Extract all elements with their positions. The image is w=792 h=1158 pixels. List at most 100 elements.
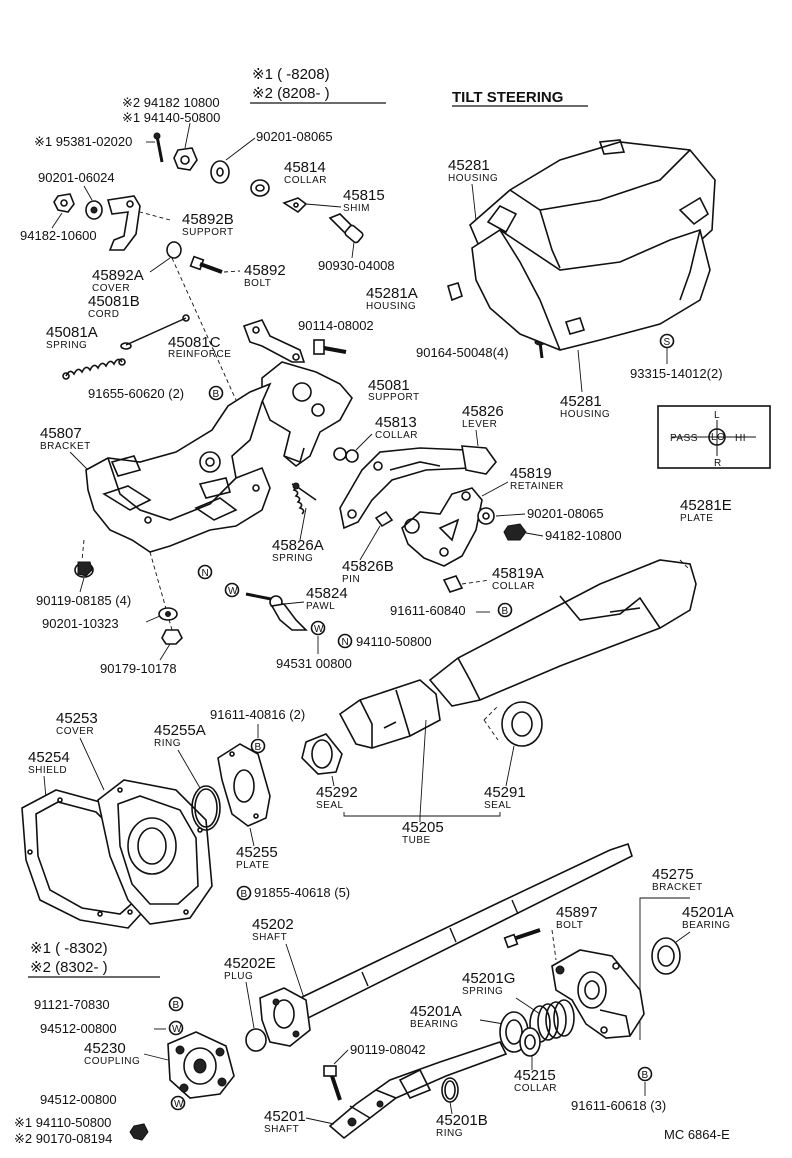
lever-45826-part (339, 445, 498, 530)
diagram-code: MC 6864-E (664, 1127, 730, 1142)
label-90930-04008: 90930-04008 (318, 258, 395, 273)
leader-90179 (159, 643, 171, 661)
label-45230-num: 45230 (84, 1040, 126, 1057)
nut-part-top (173, 147, 198, 171)
label-45201-name: SHAFT (264, 1124, 299, 1135)
tube-45205-part (338, 559, 697, 749)
label-91121-70830: 91121-70830 (34, 997, 110, 1012)
label-45292-name: SEAL (316, 800, 344, 811)
marker-w-94512-a: W (168, 1020, 184, 1036)
label-45892-name: BOLT (244, 278, 271, 289)
label-91611-40816: 91611-40816 (2) (210, 707, 305, 722)
leader-45892 (223, 270, 241, 273)
label-45819A-num: 45819A (492, 565, 544, 582)
leader-45819 (481, 481, 509, 497)
washer-90201-10323-part (158, 607, 178, 621)
range-left-2: ※2 (8302- ) (30, 959, 108, 976)
svg-text:N: N (202, 568, 210, 579)
label-91611-60840: 91611-60840 (390, 603, 466, 618)
leader-90930 (351, 241, 355, 259)
label-90201-06024: 90201-06024 (38, 170, 115, 185)
label-45814-name: COLLAR (284, 175, 327, 186)
marker-n-mid: N (197, 564, 213, 580)
label-45807-name: BRACKET (40, 441, 91, 452)
spring-45201G-part (529, 999, 575, 1043)
label-45281-bottom-num: 45281 (560, 393, 602, 410)
bearing-45201A-right-part (651, 937, 681, 975)
leader-45292 (331, 775, 335, 787)
label-45081-name: SUPPORT (368, 392, 420, 403)
housing-45281A-part (447, 282, 463, 302)
label-45892A-name: COVER (92, 283, 130, 294)
label-45201B-num: 45201B (436, 1112, 488, 1129)
svg-text:W: W (174, 1099, 184, 1110)
leader-94182-mid (525, 532, 544, 537)
label-90201-08065-top: 90201-08065 (256, 129, 333, 144)
label-45230-name: COUPLING (84, 1056, 140, 1067)
bracket-45807-part (85, 382, 272, 553)
label-95381-02020: ※1 95381-02020 (34, 134, 132, 149)
label-45201G-num: 45201G (462, 970, 515, 987)
bracket-line-seals (343, 812, 501, 817)
label-90119-08185: 90119-08185 (4) (36, 593, 131, 608)
label-45215-num: 45215 (514, 1067, 556, 1084)
label-45081C-num: 45081C (168, 334, 221, 351)
leader-45255A (177, 749, 201, 789)
diagram-title: TILT STEERING (452, 89, 563, 106)
svg-text:W: W (314, 624, 324, 635)
seal-45291-part (501, 701, 543, 747)
marker-w-pawl: W (224, 582, 240, 598)
label-45201B-name: RING (436, 1128, 463, 1139)
marker-b-91121: B (168, 996, 184, 1012)
leader-45201A-mid (479, 1019, 505, 1025)
leader-45201G (515, 997, 541, 1015)
label-90170-08194: ※2 90170-08194 (14, 1131, 112, 1146)
marker-b-91611-40816: B (250, 738, 266, 754)
label-45826B-name: PIN (342, 574, 360, 585)
dash-guide-1 (171, 257, 237, 401)
label-45081B-num: 45081B (88, 293, 140, 310)
plate-lo-text: LO (711, 432, 725, 443)
label-45081A-num: 45081A (46, 324, 98, 341)
leader-45819A (461, 579, 491, 585)
shim-45815-part (282, 197, 308, 214)
plug-45202E-part (245, 1028, 267, 1052)
leader-90201-08065-mid (495, 513, 526, 517)
label-90179-10178: 90179-10178 (100, 661, 177, 676)
leader-45202E (245, 981, 255, 1029)
nut-washer-left (53, 193, 103, 220)
svg-text:B: B (241, 889, 248, 900)
dash-45291-2 (483, 719, 499, 741)
collar-45813-part (333, 447, 359, 463)
label-45255-num: 45255 (236, 844, 278, 861)
leader-90119-08185 (79, 577, 85, 593)
marker-b-91611-60840: B (497, 602, 513, 618)
label-45275-num: 45275 (652, 866, 694, 883)
label-90114-08002: 90114-08002 (298, 318, 374, 333)
plate-45255-part (217, 743, 271, 827)
label-45892B-num: 45892B (182, 211, 234, 228)
leader-45826A (299, 507, 307, 541)
seal-45292-part (301, 733, 343, 775)
label-45807-num: 45807 (40, 425, 82, 442)
plate-hi-text: HI (735, 433, 746, 444)
leader-45201B (449, 1101, 453, 1115)
label-45281E-name: PLATE (680, 513, 713, 524)
shaft-45202-part (259, 842, 633, 1047)
label-94512-00800-b: 94512-00800 (40, 1092, 117, 1107)
label-45254-name: SHIELD (28, 765, 67, 776)
range-top-2: ※2 (8208- ) (252, 85, 330, 102)
shaft-45201-part (328, 1041, 508, 1140)
cover-45253-part (97, 779, 213, 925)
leader-45892B (139, 211, 171, 221)
bolt-90119-08185-part (74, 561, 94, 578)
leader-45255 (249, 827, 255, 847)
label-45201-num: 45201 (264, 1108, 306, 1125)
label-45814-num: 45814 (284, 159, 326, 176)
marker-b-91655: B (208, 385, 224, 401)
leader-94140 (184, 122, 191, 149)
label-94110-50800: 94110-50800 (356, 634, 432, 649)
marker-w-94531: W (310, 620, 326, 636)
label-45826A-num: 45826A (272, 537, 324, 554)
